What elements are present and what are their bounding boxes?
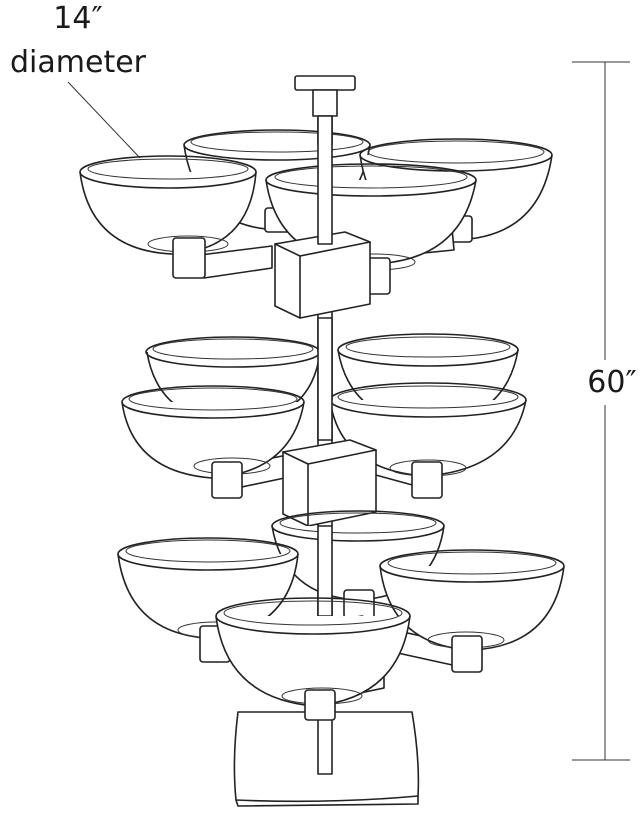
hub-bracket xyxy=(274,115,371,319)
middle-tier xyxy=(121,317,527,527)
top-tier xyxy=(79,115,553,319)
bowl-diameter-label: diameter xyxy=(10,45,147,80)
diameter-leader-line xyxy=(67,81,141,159)
height-dimension xyxy=(572,61,630,761)
bowl xyxy=(79,155,257,279)
height-label: 60″ xyxy=(587,365,636,400)
bowl xyxy=(121,385,305,499)
bowl xyxy=(379,549,565,673)
bowl-diameter-value: 14″ xyxy=(53,1,102,36)
bowl xyxy=(215,597,411,721)
hub-bracket xyxy=(282,317,377,527)
bottom-tier xyxy=(117,510,565,721)
